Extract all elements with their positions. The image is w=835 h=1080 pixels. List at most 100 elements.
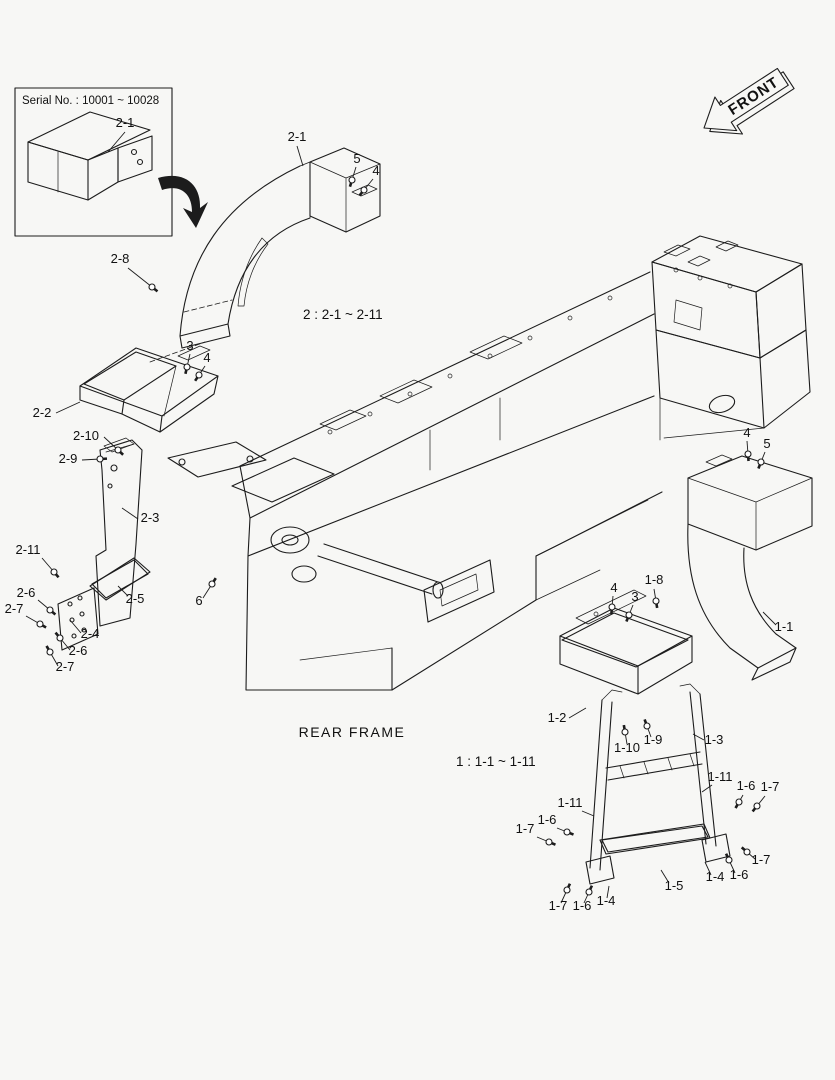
bolt-head-icon [608,603,616,611]
callout-6: 6 [195,593,202,608]
callout-2-6: 2-6 [69,643,88,658]
bolt-head-icon [725,856,733,864]
leader-line [701,784,713,793]
leader-line [568,707,587,719]
callout-1-6: 1-6 [538,812,557,827]
part-2-3-support-plate [57,437,151,651]
part-2-2-step-box [79,341,219,433]
bolt-head-icon [735,798,743,806]
callout-3: 3 [186,338,193,353]
callout-layer: 2-12-1542-8342-22-102-92-32-112-62-72-52… [5,115,794,913]
leader-line [606,885,610,899]
group-1-range-label: 1 : 1-1 ~ 1-11 [456,754,536,769]
callout-2-5: 2-5 [126,591,145,606]
callout-1-8: 1-8 [645,572,664,587]
bolt-head-icon [545,838,553,846]
bolt-head-icon [114,446,122,454]
leader-line [117,585,129,597]
bolt-head-icon [46,648,54,656]
callout-1-7: 1-7 [761,779,780,794]
callout-5: 5 [763,436,770,451]
callout-2-9: 2-9 [59,451,78,466]
callout-2-3: 2-3 [141,510,160,525]
callout-4: 4 [372,163,379,178]
callout-1-10: 1-10 [614,740,640,755]
bolt-head-icon [56,634,64,642]
callout-4: 4 [610,580,617,595]
bolt-head-icon [348,176,356,184]
callout-2-4: 2-4 [81,626,100,641]
leader-line [704,861,712,876]
serial-inset-box [14,87,173,237]
bolt-head-icon [96,455,104,463]
leader-line [762,611,777,626]
leader-line [581,810,595,817]
callout-1-11: 1-11 [557,795,582,810]
bolt-head-icon [208,580,216,588]
callout-4: 4 [743,425,750,440]
leader-line [121,507,139,520]
leader-line [692,733,705,741]
callout-2-7: 2-7 [5,601,24,616]
leader-line [55,401,81,414]
bolt-head-icon [36,620,44,628]
rear-frame-artwork [167,235,811,691]
callout-1-7: 1-7 [752,852,771,867]
bolt-head-icon [585,888,593,896]
bolt-head-icon [621,728,629,736]
callout-1-5: 1-5 [665,878,684,893]
bolt-head-icon [563,886,571,894]
front-direction-arrow: FRONT [703,67,795,135]
bolt-head-icon [744,450,752,458]
bolt-head-icon [563,828,571,836]
callout-2-1: 2-1 [288,129,307,144]
bolt-head-icon [50,568,58,576]
bolt-head-icon [195,371,203,379]
part-1-2-step [559,589,693,695]
bolt-head-icon [183,363,191,371]
callout-4: 4 [203,350,210,365]
bolt-head-icon [757,458,765,466]
diagram-title: REAR FRAME [299,724,406,740]
callout-2-6: 2-6 [17,585,36,600]
leader-line [107,131,126,153]
bolt-head-icon [643,722,651,730]
callout-2-10: 2-10 [73,428,99,443]
callout-1-6: 1-6 [737,778,756,793]
callout-1-6: 1-6 [573,898,592,913]
part-1-1-fender [687,454,813,681]
callout-2-7: 2-7 [56,659,75,674]
callout-5: 5 [353,151,360,166]
callout-1-9: 1-9 [644,732,663,747]
callout-1-2: 1-2 [548,710,567,725]
part-1-3-ladder [585,683,731,885]
callout-1-7: 1-7 [549,898,568,913]
callout-3: 3 [631,589,638,604]
bolt-head-icon [360,186,368,194]
callout-1-6: 1-6 [730,867,749,882]
bolt-head-icon [743,848,751,856]
bolt-head-icon [625,611,633,619]
leader-line [127,267,153,288]
leader-line [660,869,670,884]
callout-2-8: 2-8 [111,251,130,266]
callout-1-1: 1-1 [775,619,794,634]
leader-line [296,145,304,167]
bolt-head-icon [46,606,54,614]
callout-2-1: 2-1 [116,115,135,130]
group-2-range-label: 2 : 2-1 ~ 2-11 [303,307,383,322]
leader-line [69,619,82,634]
callout-2-2: 2-2 [33,405,52,420]
callout-2-11: 2-11 [15,542,40,557]
bolt-head-icon [148,283,156,291]
callout-1-4: 1-4 [597,893,616,908]
serial-note: Serial No. : 10001 ~ 10028 [22,95,159,107]
callout-1-3: 1-3 [705,732,724,747]
callout-1-4: 1-4 [706,869,725,884]
bolt-head-icon [753,802,761,810]
bolt-head-icon [652,597,660,605]
callout-1-7: 1-7 [516,821,535,836]
inset-pointer-arrow [158,175,208,228]
